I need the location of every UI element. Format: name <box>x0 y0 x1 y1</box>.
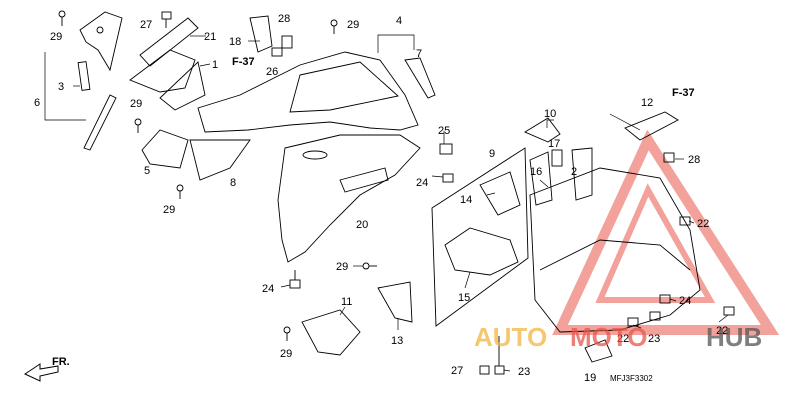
part-bolt-28-right <box>663 152 675 163</box>
watermark-auto: AUTO <box>474 322 547 352</box>
part-piece-14 <box>479 171 521 216</box>
part-fastener-29-center <box>330 19 338 34</box>
part-bracket-top-left <box>79 11 123 72</box>
part-upper-cowl <box>197 51 419 133</box>
part-bolt-24-b <box>289 270 301 289</box>
part-strip-3 <box>77 61 91 91</box>
callout-3: 3 <box>58 81 64 93</box>
callout-26: 26 <box>266 66 278 78</box>
callout-29: 29 <box>50 31 62 43</box>
part-bolt-22-a <box>679 216 691 226</box>
callout-27: 27 <box>140 19 152 31</box>
part-bolt-23-a <box>649 311 661 321</box>
part-lower-cowl-20 <box>277 134 421 263</box>
callout-23: 23 <box>518 366 530 378</box>
callout-29: 29 <box>280 348 292 360</box>
callout-28: 28 <box>278 13 290 25</box>
callout-5: 5 <box>144 165 150 177</box>
part-bolt-22-c <box>627 317 639 327</box>
callout-8: 8 <box>230 177 236 189</box>
part-box-10 <box>524 117 561 143</box>
callout-21: 21 <box>204 31 216 43</box>
callout-22: 22 <box>697 218 709 230</box>
callout-24: 24 <box>679 295 691 307</box>
callout-14: 14 <box>460 194 472 206</box>
part-side-panel-8 <box>189 139 251 181</box>
callout-4: 4 <box>396 15 402 27</box>
callout-19: 19 <box>584 372 596 384</box>
part-strip-2 <box>571 147 593 201</box>
callout-22: 22 <box>716 325 728 337</box>
reference-f37-left: F-37 <box>232 56 255 68</box>
part-strip-16 <box>529 151 553 206</box>
part-box-9 <box>431 147 529 327</box>
callout-24: 24 <box>262 283 274 295</box>
callout-6: 6 <box>34 97 40 109</box>
callout-2: 2 <box>571 166 577 178</box>
part-strip-6 <box>83 94 117 151</box>
leader-lines <box>44 34 729 372</box>
callout-29: 29 <box>347 19 359 31</box>
callout-24: 24 <box>416 177 428 189</box>
callout-12: 12 <box>641 97 653 109</box>
reference-f37-right: F-37 <box>672 87 695 99</box>
callout-10: 10 <box>544 108 556 120</box>
part-clip-17 <box>551 149 563 167</box>
part-fastener-29-lower <box>176 184 184 199</box>
part-fastener-29-top <box>58 10 66 26</box>
callout-28: 28 <box>688 154 700 166</box>
part-bracket-5 <box>141 129 189 169</box>
diagram-code: MFJ3F3302 <box>610 374 653 383</box>
callout-15: 15 <box>458 292 470 304</box>
part-bracket-13 <box>377 281 413 323</box>
callout-16: 16 <box>530 166 542 178</box>
callout-7: 7 <box>416 48 422 60</box>
part-cover-15 <box>444 227 519 276</box>
part-right-lower-cowl <box>529 167 701 333</box>
part-cover-11 <box>301 309 361 356</box>
callout-11: 11 <box>341 296 352 308</box>
part-panel-21 <box>139 17 199 67</box>
part-inner-panel-1 <box>129 49 206 111</box>
part-bracket-19 <box>584 339 613 363</box>
front-indicator-label: FR. <box>52 356 70 368</box>
callout-25: 25 <box>438 125 450 137</box>
callout-13: 13 <box>391 335 403 347</box>
callout-1: 1 <box>212 59 218 71</box>
callout-9: 9 <box>489 148 495 160</box>
part-bolt-24-a <box>442 173 454 183</box>
callout-29: 29 <box>163 204 175 216</box>
part-bolt-27-bottom <box>479 365 490 375</box>
watermark-hub: HUB <box>706 322 762 352</box>
front-arrow-icon <box>23 363 59 382</box>
watermark-moto: MOTO <box>570 322 648 352</box>
watermark-text: AUTO MOTO HUB <box>474 322 762 352</box>
part-grommet-25 <box>439 143 453 155</box>
part-fastener-29-bottom <box>283 326 291 341</box>
part-bolt-22-b <box>723 306 735 316</box>
callout-23: 23 <box>648 333 660 345</box>
part-fastener-29-left <box>134 118 142 133</box>
part-bolt-27 <box>161 11 172 28</box>
callout-27: 27 <box>451 365 463 377</box>
part-fastener-29-mid <box>362 262 377 270</box>
callout-18: 18 <box>229 36 241 48</box>
part-bolt-23-bottom <box>494 365 505 375</box>
callout-20: 20 <box>356 219 368 231</box>
callout-22: 22 <box>617 333 629 345</box>
part-strip-7 <box>404 57 436 99</box>
callout-17: 17 <box>548 138 560 150</box>
callout-29: 29 <box>130 98 142 110</box>
watermark-logo <box>552 129 780 335</box>
part-bracket-12 <box>624 111 679 141</box>
callout-29: 29 <box>336 261 348 273</box>
